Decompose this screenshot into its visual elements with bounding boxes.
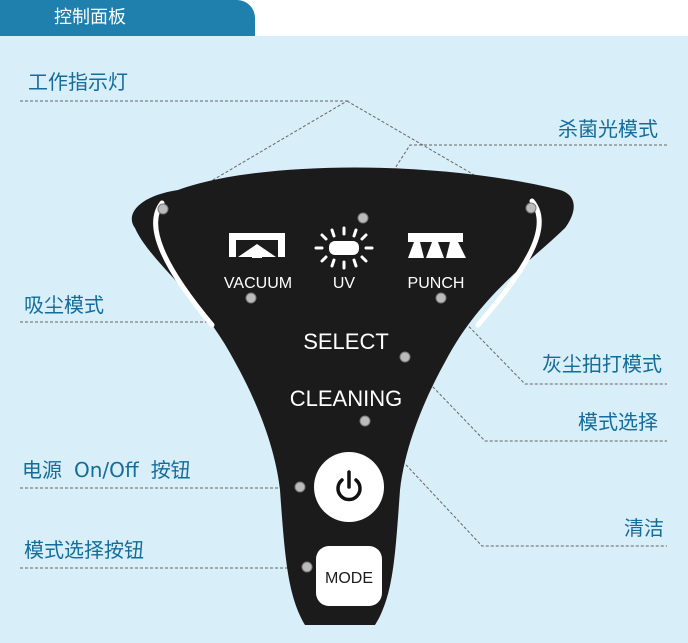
vacuum-mode-label: 吸尘模式 [24, 293, 104, 317]
punch-icon [408, 233, 466, 258]
clean-label: 清洁 [624, 516, 664, 540]
indicator-light-label: 工作指示灯 [28, 70, 128, 94]
punch-mode-label: 灰尘拍打模式 [542, 352, 662, 376]
panel-title: 控制面板 [54, 7, 126, 28]
select-label: SELECT [303, 329, 389, 354]
power-icon [336, 470, 362, 502]
uv-mode-label: 杀菌光模式 [558, 117, 658, 141]
left-accent-arc [153, 200, 215, 328]
leader-uv [362, 144, 667, 219]
power-button-label: 电源 On/Off 按钮 [22, 458, 203, 482]
power-label-onoff: On/Off [74, 458, 139, 482]
vacuum-label: VACUUM [224, 275, 292, 292]
power-label-prefix: 电源 [22, 458, 62, 482]
mode-button[interactable] [316, 546, 382, 606]
vacuum-icon [229, 233, 285, 258]
cleaning-label: CLEANING [290, 386, 402, 411]
uv-icon [314, 226, 374, 270]
callout-dots [157, 202, 537, 573]
mode-select-label: 模式选择 [578, 410, 658, 434]
panel-title-tab: 控制面板 [0, 0, 255, 36]
leader-punch [440, 297, 667, 385]
mode-button-label: MODE [325, 570, 373, 587]
right-accent-arc [475, 198, 542, 328]
device-body [131, 167, 574, 625]
power-label-suffix: 按钮 [150, 458, 191, 482]
punch-label: PUNCH [408, 275, 465, 292]
mode-button-callout: 模式选择按钮 [24, 538, 144, 562]
uv-label: UV [333, 275, 356, 292]
leader-mode-select [404, 357, 667, 442]
